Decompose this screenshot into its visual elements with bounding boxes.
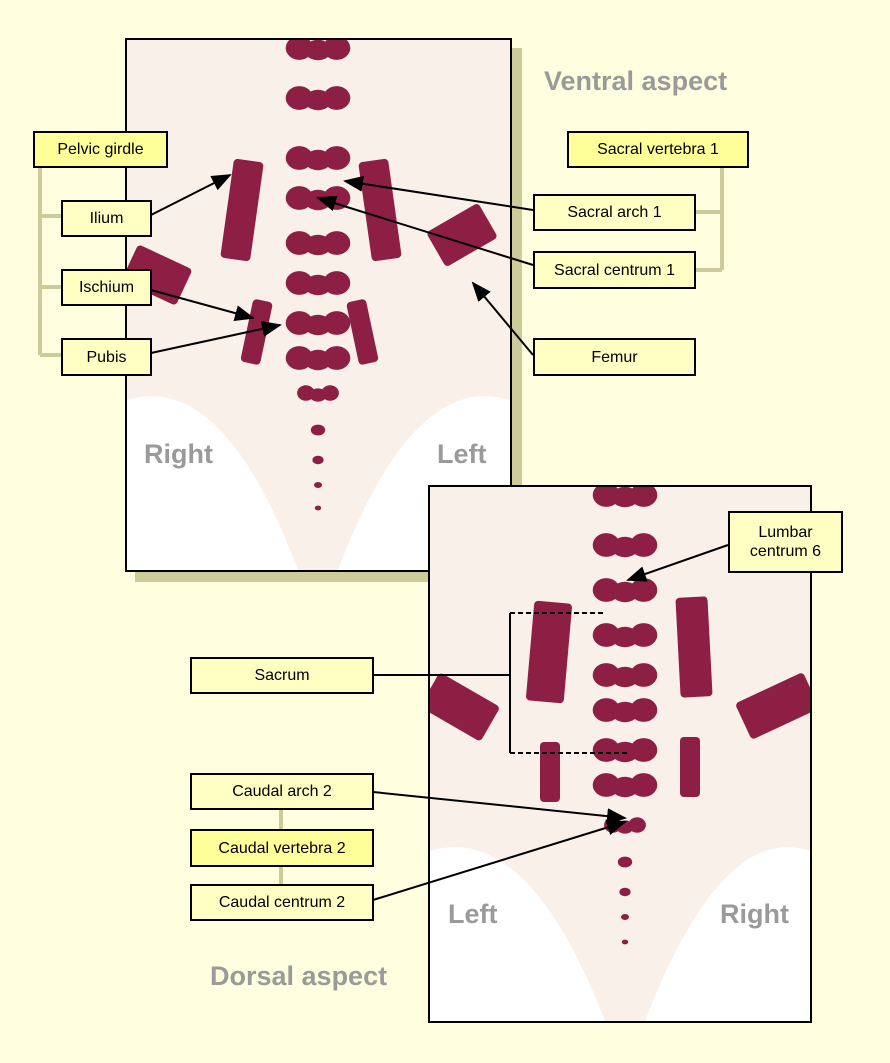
dorsal-aspect-title: Dorsal aspect <box>210 961 388 991</box>
vertebral-centrum <box>611 487 639 508</box>
vertebral-centrum <box>611 701 639 723</box>
femur-bone <box>127 245 192 305</box>
label-sacral-vertebra-1: Sacral vertebra 1 <box>567 131 749 168</box>
ventral-left-label: Left <box>437 439 487 469</box>
label-lumbar-centrum-6: Lumbar centrum 6 <box>728 511 843 573</box>
pubis-bone <box>540 742 560 802</box>
dorsal-left-label: Left <box>448 899 498 929</box>
vertebral-centrum <box>304 234 332 256</box>
dorsal-photo <box>428 485 812 1023</box>
vertebral-centrum <box>314 482 322 488</box>
vertebral-centrum <box>304 149 332 171</box>
vertebral-centrum <box>314 505 322 511</box>
vertebral-centrum <box>304 274 332 296</box>
vertebral-centrum <box>304 349 332 371</box>
ventral-right-label: Right <box>144 439 213 469</box>
vertebral-centrum <box>312 455 324 465</box>
vertebral-centrum <box>619 887 631 897</box>
femur-bone <box>430 673 499 741</box>
ilium-bone <box>526 600 572 704</box>
femur-bone <box>736 673 810 739</box>
ventral-aspect-title: Ventral aspect <box>544 66 728 96</box>
pubis-bone <box>240 299 273 365</box>
label-caudal-vertebra-2: Caudal vertebra 2 <box>190 829 374 867</box>
label-sacral-centrum-1: Sacral centrum 1 <box>533 251 696 289</box>
label-ischium: Ischium <box>61 269 152 306</box>
dorsal-right-label: Right <box>720 899 789 929</box>
label-caudal-centrum-2: Caudal centrum 2 <box>190 884 374 921</box>
tissue-highlight <box>430 847 605 1021</box>
femur-bone <box>427 204 497 266</box>
label-caudal-arch-2: Caudal arch 2 <box>190 773 374 810</box>
vertebral-centrum <box>611 776 639 798</box>
vertebral-centrum <box>310 424 326 436</box>
vertebral-centrum <box>611 626 639 648</box>
label-femur: Femur <box>533 338 696 376</box>
vertebral-centrum <box>611 536 639 558</box>
vertebral-centrum <box>621 914 629 920</box>
tissue-highlight <box>127 396 298 570</box>
pubis-bone <box>346 299 379 365</box>
vertebral-centrum <box>304 40 332 61</box>
vertebral-centrum <box>304 89 332 111</box>
label-pubis: Pubis <box>61 338 152 376</box>
vertebral-centrum <box>617 856 633 868</box>
label-ilium: Ilium <box>61 200 152 237</box>
label-sacrum: Sacrum <box>190 657 374 694</box>
vertebral-centrum <box>309 388 327 402</box>
label-pelvic-girdle: Pelvic girdle <box>33 131 168 168</box>
ilium-bone <box>675 596 713 698</box>
tissue-highlight <box>645 847 810 1021</box>
label-sacral-arch-1: Sacral arch 1 <box>533 194 696 231</box>
vertebral-centrum <box>611 581 639 603</box>
vertebral-centrum <box>621 939 629 945</box>
vertebral-centrum <box>304 314 332 336</box>
pubis-bone <box>680 737 700 797</box>
vertebral-centrum <box>611 666 639 688</box>
